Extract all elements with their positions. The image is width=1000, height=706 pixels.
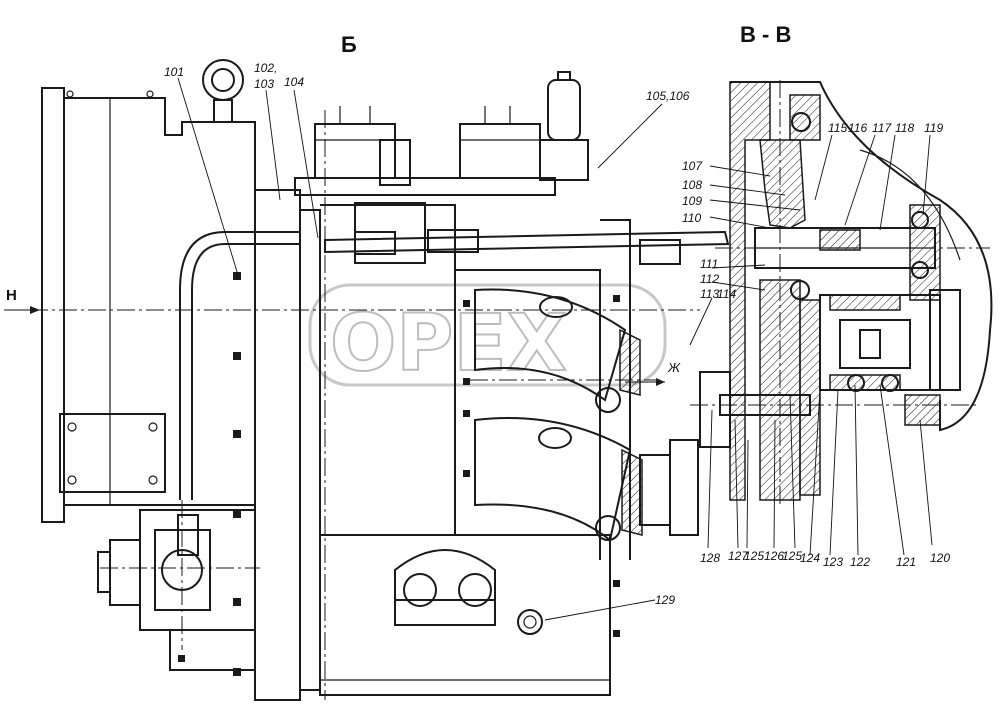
callout-118: 118	[895, 121, 914, 135]
callout-101: 101	[164, 65, 184, 79]
view-title-v-v: В - В	[740, 22, 791, 47]
bell-housing	[64, 97, 256, 506]
callout-102: 102,	[254, 61, 277, 75]
callout-123: 123	[823, 555, 843, 569]
svg-text:Ж: Ж	[667, 360, 681, 375]
oil-pipe	[179, 231, 300, 500]
callout-103: 103	[254, 77, 274, 91]
callout-leaders	[177, 77, 933, 621]
callout-112: 112	[700, 272, 719, 286]
callout-109: 109	[682, 194, 702, 208]
callout-111: 111	[700, 257, 718, 271]
watermark: OPEX	[308, 283, 667, 390]
top-valve-blocks	[294, 71, 589, 196]
svg-text:OPEX: OPEX	[330, 299, 567, 389]
callout-124: 124	[800, 551, 820, 565]
view-arrow-h: Н	[4, 287, 40, 314]
callout-120: 120	[930, 551, 950, 565]
callout-113: 113	[700, 287, 719, 301]
callout-104: 104	[284, 75, 304, 89]
side-cover-plate	[59, 413, 166, 493]
callout-125a: 125	[744, 549, 764, 563]
callout-126: 126	[764, 549, 784, 563]
callout-labels: 101 102, 103 104 105,106 107 108 109 110…	[164, 61, 950, 607]
callout-125b: 125	[782, 549, 802, 563]
auxiliary-pump	[97, 509, 256, 671]
view-title-b: Б	[341, 32, 357, 57]
svg-text:Н: Н	[6, 287, 17, 304]
hydraulic-pumps	[474, 288, 699, 542]
lifting-eye	[202, 59, 244, 123]
control-rod	[324, 230, 730, 254]
callout-119: 119	[924, 121, 943, 135]
callout-110: 110	[682, 211, 701, 225]
callout-116: 116	[848, 121, 867, 135]
callout-107: 107	[682, 159, 703, 173]
callout-129: 129	[655, 593, 675, 607]
lower-bosses	[394, 549, 543, 635]
callout-128: 128	[700, 551, 720, 565]
callout-121: 121	[896, 555, 916, 569]
callout-108: 108	[682, 178, 702, 192]
section-v-v	[690, 80, 993, 505]
callout-127: 127	[728, 549, 749, 563]
view-arrow-zh: Ж	[625, 360, 681, 386]
callout-105-106: 105,106	[646, 89, 690, 103]
callout-115: 115	[828, 121, 847, 135]
mounting-flange-plate	[41, 87, 65, 523]
housing-front-flange	[254, 189, 301, 701]
section-outline	[730, 81, 993, 432]
lower-housing	[319, 534, 611, 696]
callout-114: 114	[717, 287, 736, 301]
bolt-heads	[178, 272, 620, 676]
callout-122: 122	[850, 555, 870, 569]
view-b-assembly	[30, 59, 730, 701]
callout-117: 117	[872, 121, 892, 135]
